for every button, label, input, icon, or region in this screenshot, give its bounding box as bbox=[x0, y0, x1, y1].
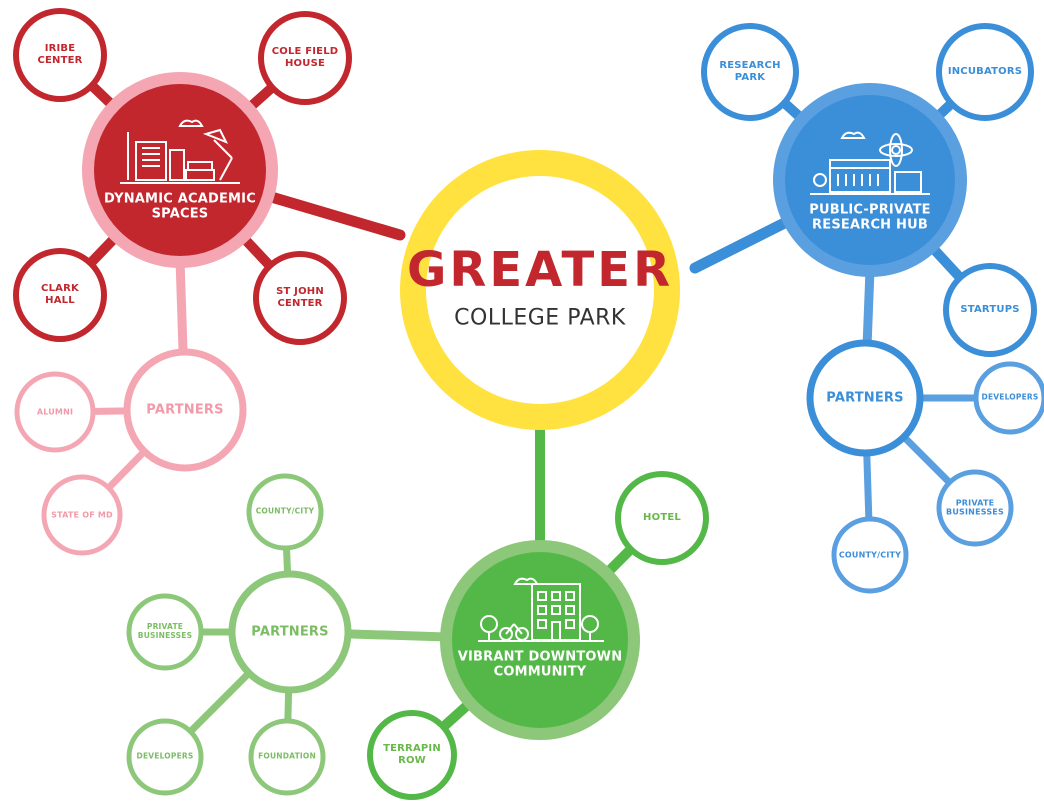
node-foundation: FOUNDATION bbox=[258, 751, 316, 761]
downtown-partners-label: PARTNERS bbox=[251, 624, 329, 640]
center-subtitle: COLLEGE PARK bbox=[454, 305, 626, 331]
downtown-hub-label: VIBRANT DOWNTOWN COMMUNITY bbox=[457, 649, 623, 680]
research-building-icon bbox=[810, 131, 930, 195]
node-developers-downtown: DEVELOPERS bbox=[136, 751, 194, 761]
academic-nodes bbox=[13, 8, 352, 556]
node-iribe-center: IRIBE CENTER bbox=[37, 43, 83, 66]
node-startups: STARTUPS bbox=[960, 304, 1020, 316]
node-cole-field-house: COLE FIELD HOUSE bbox=[271, 46, 339, 69]
node-terrapin-row: TERRAPIN ROW bbox=[383, 743, 441, 766]
node-st-john-center: ST JOHN CENTER bbox=[276, 286, 324, 309]
node-clark-hall: CLARK HALL bbox=[41, 283, 79, 306]
books-lamp-icon bbox=[120, 119, 240, 184]
node-developers: DEVELOPERS bbox=[981, 392, 1039, 402]
downtown-nodes bbox=[126, 471, 709, 800]
research-nodes bbox=[701, 23, 1044, 594]
node-state-of-md: STATE OF MD bbox=[51, 510, 113, 520]
node-county-city-downtown: COUNTY/CITY bbox=[255, 506, 315, 516]
node-private-businesses-downtown: PRIVATE BUSINESSES bbox=[137, 622, 193, 640]
center-node bbox=[400, 150, 680, 430]
node-county-city: COUNTY/CITY bbox=[838, 550, 902, 560]
downtown-building-icon bbox=[478, 577, 604, 642]
research-hub-label: PUBLIC-PRIVATE RESEARCH HUB bbox=[809, 202, 931, 233]
node-research-park: RESEARCH PARK bbox=[719, 60, 781, 83]
node-hotel: HOTEL bbox=[643, 512, 681, 524]
research-partners-label: PARTNERS bbox=[826, 390, 904, 406]
academic-hub bbox=[82, 72, 278, 268]
academic-hub-label: DYNAMIC ACADEMIC SPACES bbox=[104, 191, 256, 222]
center-title: GREATER bbox=[406, 242, 674, 298]
academic-partners-label: PARTNERS bbox=[146, 402, 224, 418]
node-incubators: INCUBATORS bbox=[947, 66, 1023, 78]
node-alumni: ALUMNI bbox=[36, 407, 74, 417]
node-private-businesses: PRIVATE BUSINESSES bbox=[946, 498, 1004, 517]
